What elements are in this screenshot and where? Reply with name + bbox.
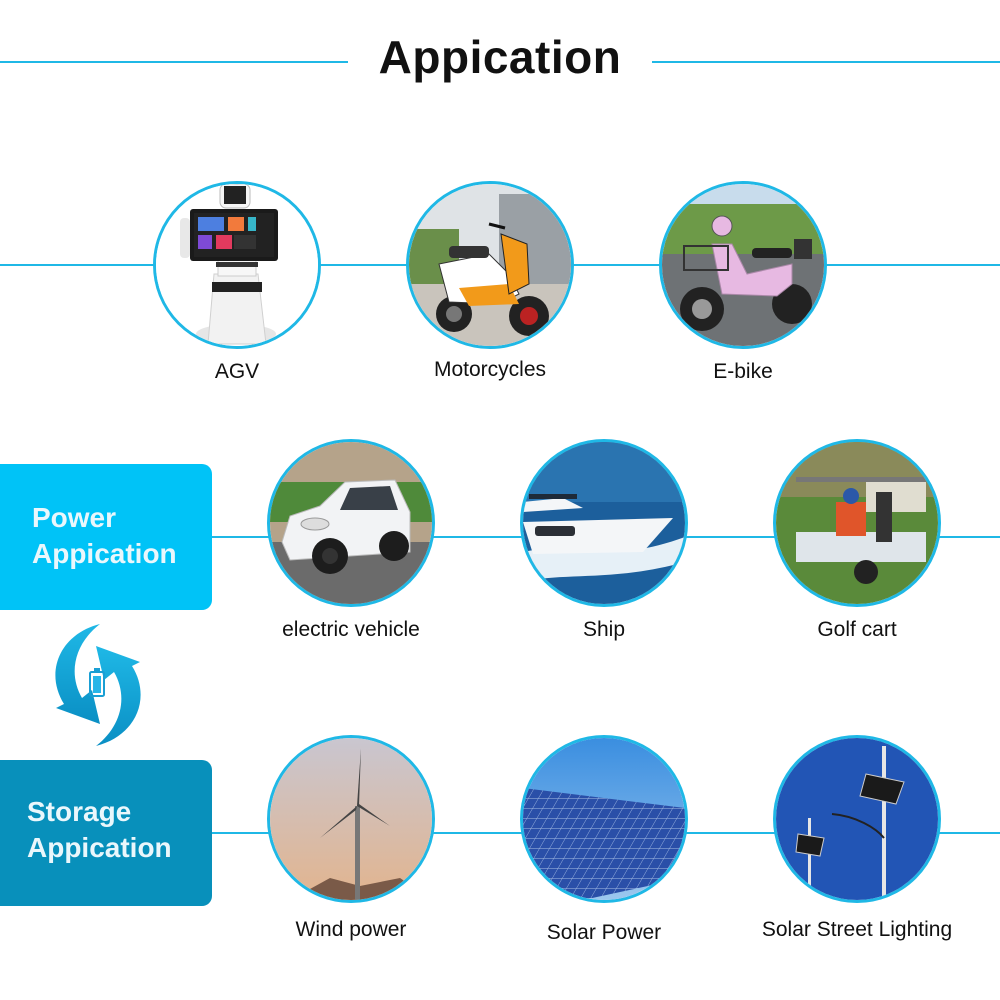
storage-box-line2: Appication — [27, 832, 172, 863]
scooter-icon — [409, 184, 571, 346]
motorcycles-label: Motorcycles — [433, 358, 547, 381]
robot-icon — [156, 184, 318, 346]
ebike-icon — [662, 184, 824, 346]
title-line-right — [652, 61, 1000, 63]
solar-power-label: Solar Power — [546, 921, 662, 944]
electric-vehicle-image — [267, 439, 435, 607]
ship-label: Ship — [582, 618, 626, 641]
storage-box-line1: Storage — [27, 796, 132, 827]
battery-sync-icon — [55, 624, 141, 746]
golf-cart-label: Golf cart — [817, 618, 897, 641]
wind-power-image — [267, 735, 435, 903]
power-box-line1: Power — [32, 502, 117, 533]
page-title: Appication — [378, 31, 622, 83]
title-line-left — [0, 61, 348, 63]
power-box-line2: Appication — [32, 538, 177, 569]
ebike-image — [659, 181, 827, 349]
golf-cart-image — [773, 439, 941, 607]
solar-panel-icon — [523, 738, 685, 900]
yacht-icon — [523, 442, 685, 604]
wind-power-label: Wind power — [295, 918, 407, 941]
storage-application-box: Storage Appication — [0, 760, 212, 906]
car-icon — [270, 442, 432, 604]
solar-power-image — [520, 735, 688, 903]
ship-image — [520, 439, 688, 607]
solar-street-lighting-image — [773, 735, 941, 903]
motorcycles-image — [406, 181, 574, 349]
power-application-box: Power Appication — [0, 464, 212, 610]
solar-street-lighting-label: Solar Street Lighting — [761, 918, 953, 941]
golf-cart-icon — [776, 442, 938, 604]
agv-image — [153, 181, 321, 349]
ebike-label: E-bike — [713, 360, 773, 383]
street-light-icon — [776, 738, 938, 900]
electric-vehicle-label: electric vehicle — [282, 618, 420, 641]
wind-turbine-icon — [270, 738, 432, 900]
agv-label: AGV — [214, 360, 260, 383]
